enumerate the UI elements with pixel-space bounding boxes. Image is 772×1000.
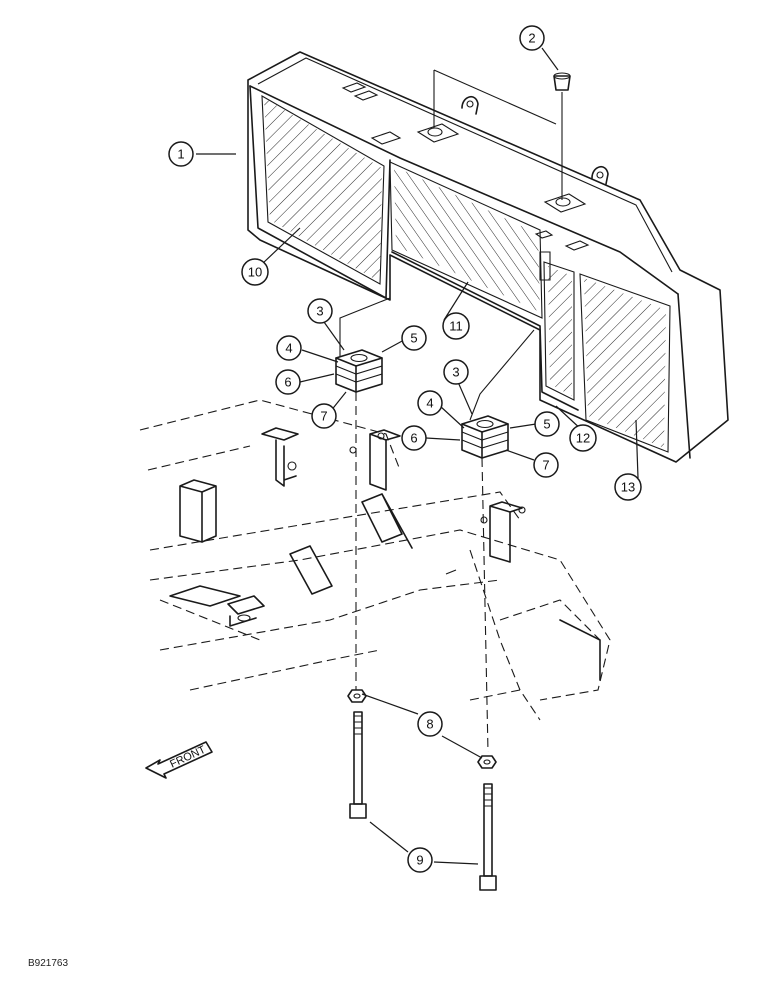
svg-text:7: 7 [320, 409, 327, 424]
svg-text:5: 5 [543, 417, 550, 432]
counterweight [247, 51, 729, 463]
callout-9: 9 [407, 847, 433, 873]
callout-3-right: 3 [443, 359, 469, 385]
front-label: FRONT [168, 744, 208, 771]
callout-5-left: 5 [401, 325, 427, 351]
bolt-left [349, 711, 367, 819]
svg-text:4: 4 [285, 341, 292, 356]
callout-4-left: 4 [276, 335, 302, 361]
bolt-centerlines [339, 297, 535, 753]
svg-text:8: 8 [426, 717, 433, 732]
callout-10: 10 [241, 258, 269, 286]
callout-8: 8 [417, 711, 443, 737]
callout-4-right: 4 [417, 390, 443, 416]
svg-text:12: 12 [576, 431, 590, 446]
drawing-id: B921763 [28, 958, 69, 969]
callout-12: 12 [569, 424, 597, 452]
callout-2: 2 [519, 25, 545, 51]
svg-text:6: 6 [410, 431, 417, 446]
isolator-stack-left [335, 349, 383, 393]
svg-text:10: 10 [248, 265, 262, 280]
svg-text:7: 7 [542, 458, 549, 473]
nut-right [477, 755, 497, 769]
machine-frame [139, 399, 611, 721]
isolator-stack-right [461, 415, 509, 459]
nut-left [347, 689, 367, 703]
svg-text:13: 13 [621, 480, 635, 495]
svg-text:5: 5 [410, 331, 417, 346]
callout-13: 13 [614, 473, 642, 501]
svg-text:1: 1 [177, 147, 184, 162]
svg-text:2: 2 [528, 31, 535, 46]
svg-text:4: 4 [426, 396, 433, 411]
svg-text:3: 3 [452, 365, 459, 380]
svg-text:6: 6 [284, 375, 291, 390]
callout-7-left: 7 [311, 403, 337, 429]
callout-7-right: 7 [533, 452, 559, 478]
callout-6-right: 6 [401, 425, 427, 451]
bolt-right [479, 783, 497, 891]
svg-text:9: 9 [416, 853, 423, 868]
callout-6-left: 6 [275, 369, 301, 395]
callout-1: 1 [168, 141, 194, 167]
plug-item-2 [553, 72, 571, 91]
callout-3-left: 3 [307, 298, 333, 324]
callout-11: 11 [442, 312, 470, 340]
svg-text:11: 11 [449, 319, 463, 334]
front-direction-arrow: FRONT [145, 741, 213, 779]
callout-5-right: 5 [534, 411, 560, 437]
svg-text:3: 3 [316, 304, 323, 319]
